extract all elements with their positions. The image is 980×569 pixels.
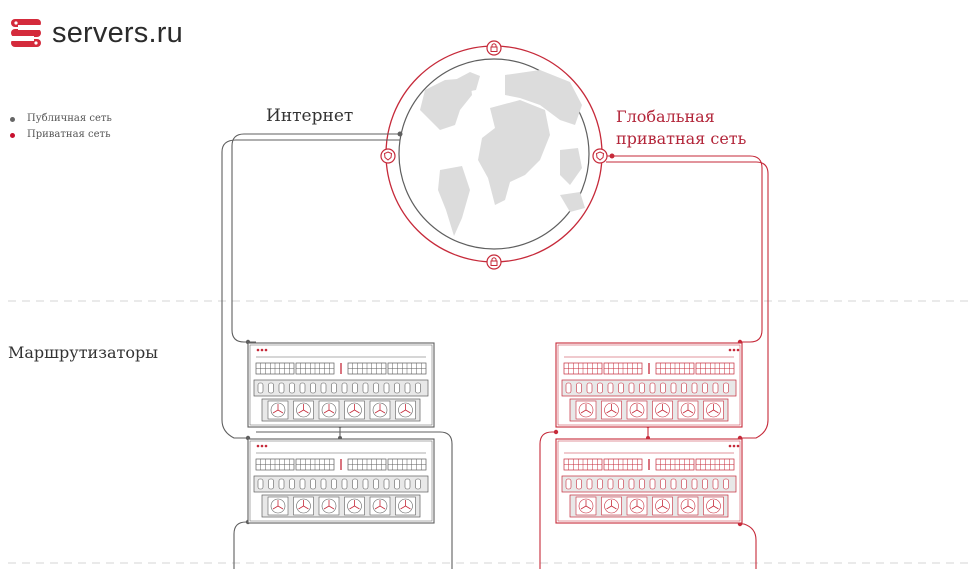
legend-item-public: Публичная сеть	[10, 111, 112, 127]
label-global-private-network: Глобальная приватная сеть	[616, 106, 746, 150]
legend-label-public: Публичная сеть	[27, 113, 112, 124]
servers-logo-icon	[11, 19, 41, 47]
legend-dot-public	[10, 116, 15, 122]
label-global-private-line2: приватная сеть	[616, 129, 747, 148]
lock-icon	[486, 40, 502, 56]
racks	[247, 342, 743, 524]
label-global-private-line1: Глобальная	[616, 107, 715, 126]
globe	[385, 45, 603, 263]
section-dividers	[8, 300, 972, 564]
logo[interactable]: servers.ru	[10, 16, 183, 50]
legend: Публичная сеть Приватная сеть	[10, 111, 112, 143]
router-rack-private-2	[555, 438, 743, 524]
shield-icon	[592, 148, 608, 164]
lock-icon	[486, 254, 502, 270]
globe-icons	[380, 40, 608, 270]
router-rack-public-1	[247, 342, 435, 428]
legend-label-private: Приватная сеть	[27, 129, 111, 140]
brand-name: servers.ru	[52, 16, 183, 49]
label-routers: Маршрутизаторы	[8, 343, 158, 362]
legend-item-private: Приватная сеть	[10, 127, 112, 143]
shield-icon	[380, 148, 396, 164]
continents	[420, 70, 585, 236]
router-rack-private-1	[555, 342, 743, 428]
public-lines	[221, 133, 453, 569]
label-internet: Интернет	[266, 106, 354, 126]
legend-dot-private	[10, 132, 15, 138]
private-lines	[539, 155, 769, 569]
router-rack-public-2	[247, 438, 435, 524]
